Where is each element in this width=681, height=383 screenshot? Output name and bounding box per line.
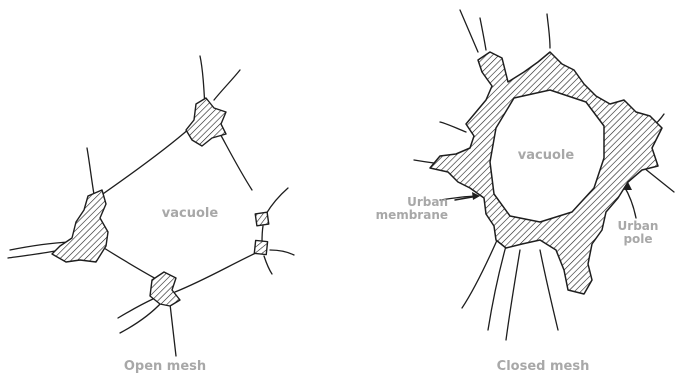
strand-closed-bottom-4 [506, 250, 520, 340]
strand-closed-bottom-3 [540, 250, 558, 330]
urban-pole-label: Urban pole [614, 220, 662, 246]
closed-mesh-caption: Closed mesh [468, 360, 618, 374]
strand-right-node-right [270, 250, 294, 255]
strand-closed-bottom-1 [462, 238, 498, 308]
strand-bottom-node-left [118, 298, 155, 318]
closed-mesh-ring [430, 52, 662, 294]
open-mesh-sketch [8, 56, 294, 356]
strand-closed-top [547, 14, 550, 48]
closed-mesh-sketch [414, 10, 674, 340]
open-node-bottom [150, 272, 180, 306]
closed-mesh-vacuole-label: vacuole [506, 149, 586, 163]
open-node-right-upper [255, 212, 269, 226]
open-node-left [52, 190, 108, 262]
open-mesh-vacuole-label: vacuole [150, 207, 230, 221]
strand-closed-left-3 [440, 122, 466, 132]
strand-closed-top-left-2 [480, 18, 486, 50]
strand-right-node-up [266, 188, 288, 214]
open-mesh-caption: Open mesh [100, 360, 230, 374]
strand-bottom-node-to-right [175, 252, 258, 292]
urban-pole-line-2: pole [614, 233, 662, 246]
strand-closed-right-1 [644, 168, 674, 192]
urban-membrane-line-2: membrane [360, 209, 448, 222]
strand-top-node-down [218, 130, 252, 190]
strand-closed-pole-arrow [624, 186, 636, 218]
strand-closed-top-left [460, 10, 478, 52]
strand-closed-bottom-2 [488, 246, 506, 330]
strand-top-to-left-node [100, 128, 190, 196]
open-node-right-lower [254, 240, 267, 254]
urban-membrane-label: Urban membrane [360, 196, 448, 222]
strand-top-node-right [214, 70, 240, 100]
strand-bottom-node-down [120, 302, 162, 333]
open-node-top [186, 98, 226, 146]
strand-bottom-node-down-2 [170, 304, 176, 356]
strand-left-to-bottom-node [104, 248, 158, 280]
strand-right-node-down [264, 256, 272, 274]
